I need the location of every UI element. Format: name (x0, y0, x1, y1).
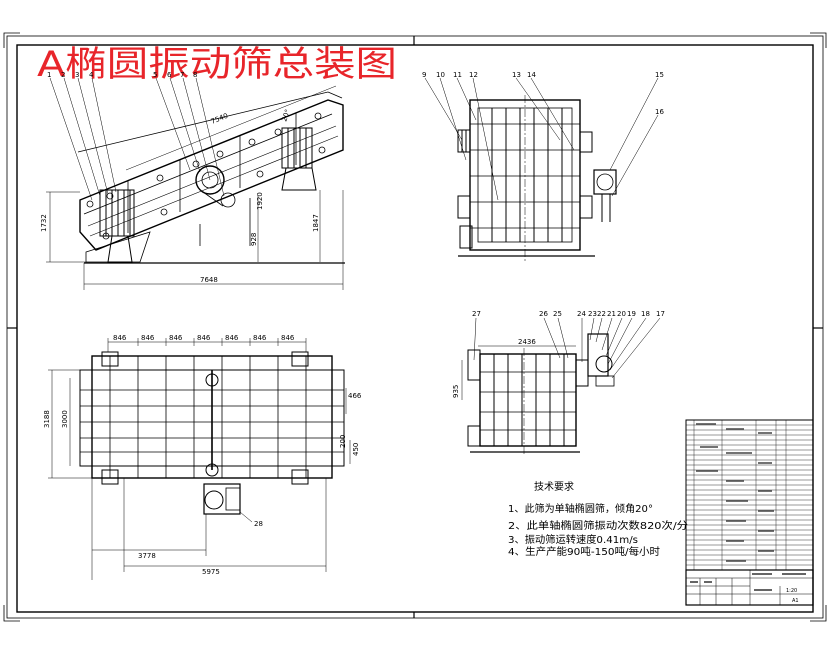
part-number: 27 (472, 310, 481, 318)
part-number: 8 (193, 71, 197, 79)
part-number: 4 (89, 71, 94, 79)
dim-spacing: 846 (225, 334, 239, 342)
drawing-scale: 1:20 (786, 588, 797, 594)
dim-left-height: 1732 (40, 214, 48, 232)
part-number: 25 (553, 310, 562, 318)
part-number: 2 (61, 71, 65, 79)
dim-support: 928 (250, 233, 258, 246)
sheet-size: A1 (792, 598, 799, 604)
part-number: 1 (47, 71, 51, 79)
part-number: 14 (527, 71, 536, 79)
plan-view-dimensions: 846 846 846 846 846 846 846 3188 3000 46… (43, 334, 362, 576)
tech-item: 3、振动筛运转速度0.41m/s (508, 533, 638, 546)
part-number: 11 (453, 71, 462, 79)
dim-inner-width: 3000 (61, 410, 69, 428)
part-number: 17 (656, 310, 665, 318)
front-view (424, 77, 659, 262)
parts-list-rows (686, 424, 813, 566)
dim-offset-a: 200 (339, 435, 347, 448)
tech-item: 2、此单轴椭圆筛振动次数820次/分 (508, 519, 688, 532)
part-number: 15 (655, 71, 664, 79)
dim-callout: 28 (254, 520, 263, 528)
dim-total-width: 3188 (43, 410, 51, 428)
part-number: 21 (607, 310, 616, 318)
dim-total-length: 5975 (202, 568, 220, 576)
dim-spacing: 846 (253, 334, 267, 342)
part-number: 9 (422, 71, 426, 79)
tech-item: 4、生产产能90吨-150吨/每小时 (508, 545, 660, 558)
side-view (46, 77, 345, 290)
part-number: 13 (512, 71, 521, 79)
part-number: 16 (655, 108, 664, 116)
end-view-texts: 27 26 25 24 23 22 21 20 19 18 17 2436 93… (452, 310, 665, 398)
part-number: 24 (577, 310, 586, 318)
dim-inclined: 7540 (210, 112, 230, 126)
dim-pivot: 1920 (256, 192, 264, 210)
part-number: 20 (617, 310, 626, 318)
sheet-frame (3, 32, 827, 622)
dim-spacing: 846 (197, 334, 211, 342)
dim-spacing: 846 (113, 334, 127, 342)
part-number: 5 (153, 71, 157, 79)
part-number: 3 (75, 71, 79, 79)
part-number: 10 (436, 71, 445, 79)
dim-width: 2436 (518, 338, 536, 346)
part-number: 7 (180, 71, 184, 79)
plan-view (48, 338, 351, 580)
title-block-texts: 1:20 A1 (786, 588, 799, 604)
dim-side: 466 (348, 392, 362, 400)
dim-spacing: 846 (281, 334, 295, 342)
front-view-part-numbers: 9 10 11 12 13 14 15 16 (422, 71, 664, 116)
tech-heading: 技术要求 (534, 480, 574, 493)
title-block (685, 569, 814, 606)
dim-height: 935 (452, 385, 460, 398)
side-view-part-numbers: 1 2 3 4 5 6 7 8 (47, 71, 197, 79)
tech-requirements: 技术要求 1、此筛为单轴椭圆筛，倾角20° 2、此单轴椭圆筛振动次数820次/分… (508, 480, 688, 558)
part-number: 23 (588, 310, 597, 318)
part-number: 19 (627, 310, 636, 318)
part-number: 12 (469, 71, 478, 79)
part-number: 6 (167, 71, 172, 79)
dim-tilt: 20° (280, 108, 292, 122)
dim-spacing: 846 (141, 334, 155, 342)
part-number: 18 (641, 310, 650, 318)
dim-right-height: 1847 (312, 214, 320, 232)
dim-length: 7648 (200, 276, 218, 284)
dim-motor-pos: 3778 (138, 552, 156, 560)
drawing-title: A椭圆振动筛总装图 (37, 45, 397, 85)
end-view (461, 317, 661, 454)
parts-list (685, 419, 814, 571)
dim-offset-b: 450 (352, 443, 360, 456)
part-number: 26 (539, 310, 548, 318)
part-number: 22 (597, 310, 606, 318)
dim-spacing: 846 (169, 334, 183, 342)
tech-item: 1、此筛为单轴椭圆筛，倾角20° (508, 502, 653, 515)
